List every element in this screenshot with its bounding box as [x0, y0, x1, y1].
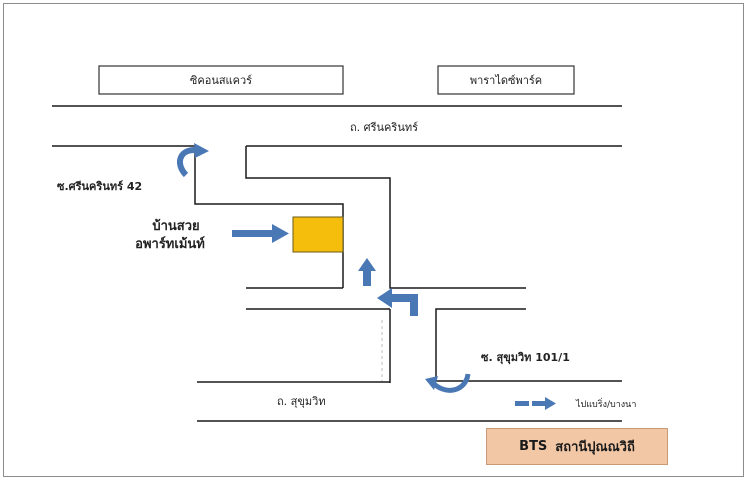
- uturn-bottom-arrow-icon: [425, 373, 471, 393]
- turn-left-up-arrow-icon: [377, 288, 418, 316]
- apartment-label-line2: อพาร์ทเม้นท์: [135, 236, 205, 252]
- bts-station-name: สถานีปุณณวิถี: [555, 440, 635, 455]
- soi-42-right-edge: [245, 146, 526, 289]
- landmark-box-right: [437, 65, 575, 95]
- apartment-marker: [292, 216, 344, 253]
- landmark-label-right: พาราไดซ์พาร์ค: [470, 74, 542, 87]
- apartment-arrow-icon: [232, 224, 289, 243]
- legend-label: ไปแบริ่ง/บางนา: [575, 397, 636, 410]
- srinakarin-road-label: ถ. ศรีนครินทร์: [350, 121, 418, 134]
- legend-arrow-icon: [515, 397, 556, 410]
- mid-road-right-corner: [435, 308, 526, 381]
- up-arrow-icon: [358, 258, 376, 286]
- sukhumvit-road-label: ถ. สุขุมวิท: [277, 395, 326, 408]
- bts-station-badge: BTS สถานีปุณณวิถี: [486, 428, 668, 465]
- uturn-top-arrow-icon: [176, 143, 209, 178]
- soi-42-label: ซ.ศรีนครินทร์ 42: [57, 180, 142, 193]
- soi-101-1-label: ซ. สุขุมวิท 101/1: [481, 351, 570, 365]
- landmark-box-left: [98, 65, 344, 95]
- bts-prefix: BTS: [519, 439, 548, 454]
- apartment-label-line1: บ้านสวย: [152, 218, 199, 234]
- landmark-label-left: ซิคอนสแควร์: [190, 74, 252, 87]
